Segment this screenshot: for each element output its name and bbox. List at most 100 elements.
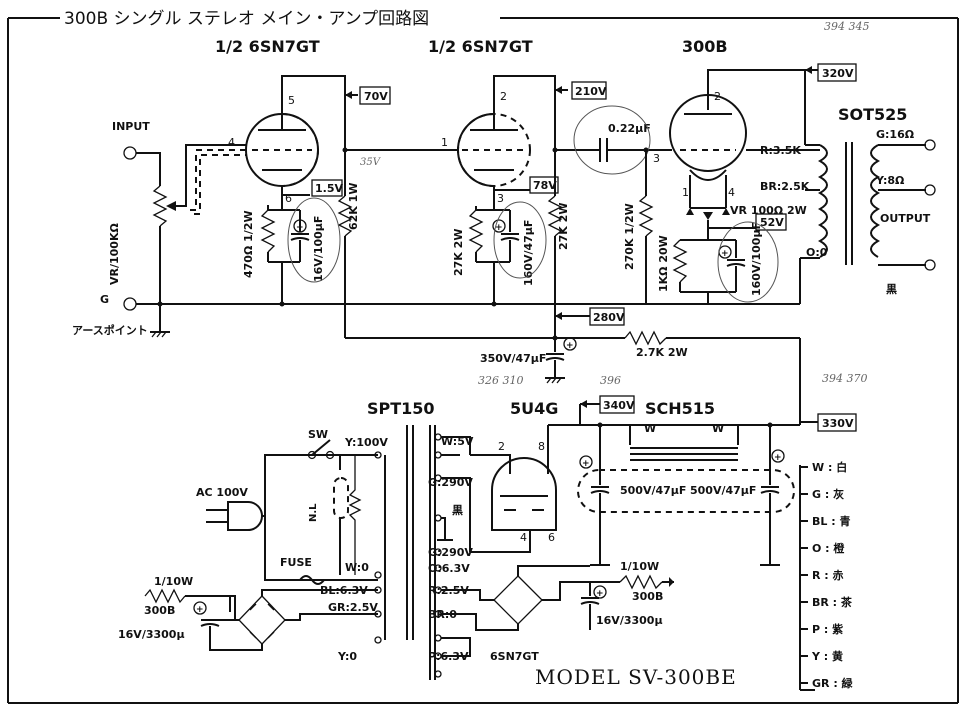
fuse-label: FUSE: [280, 556, 312, 569]
v210-box: [571, 81, 607, 100]
handwritten-note-2: 326 310: [478, 374, 524, 387]
v1-pin4: 4: [228, 136, 235, 149]
pt-gr25: GR:2.5V: [328, 601, 378, 614]
frame: [7, 17, 959, 704]
out-16-label: G:16Ω: [876, 128, 915, 141]
v52-box: [755, 213, 787, 231]
heater-c-l-label: 16V/3300μ: [118, 628, 185, 641]
r27k-label: 27K 2W: [452, 229, 465, 276]
rect-label: 5U4G: [510, 399, 558, 418]
v1-pin5: 5: [288, 94, 295, 107]
ot-label: SOT525: [838, 105, 907, 124]
earth-point-label: アースポイント: [72, 323, 148, 337]
v2-label: 1/2 6SN7GT: [428, 37, 533, 56]
legend-entry-g: G : 灰: [812, 487, 844, 501]
voltage-70: 70V: [364, 90, 388, 103]
heater-300b-l-label: 300B: [144, 604, 175, 617]
pt-y100: Y:100V: [344, 436, 388, 449]
heater-r-l-label: 1/10W: [154, 575, 193, 588]
choke-w1: W: [644, 422, 656, 435]
r2-7k-label: 2.7K 2W: [636, 346, 688, 359]
svg-text:+: +: [596, 589, 604, 599]
pt-black: 黒: [452, 504, 463, 517]
pt-w5: W:5V: [441, 435, 474, 448]
legend-entry-w: W : 白: [812, 460, 847, 474]
pt-o63: O:6.3V: [428, 562, 470, 575]
sw-label: SW: [308, 428, 328, 441]
wire-color-legend: W : 白G : 灰BL : 青O : 橙R : 赤BR : 茶P : 紫Y :…: [800, 460, 854, 690]
ot-br-label: BR:2.5K: [760, 180, 810, 193]
pt-6sn7: 6SN7GT: [490, 650, 539, 663]
voltage-1-5: 1.5V: [315, 182, 343, 195]
c500-2-label: 500V/47μF: [690, 484, 756, 497]
legend-entry-y: Y : 黄: [811, 649, 843, 663]
handwritten-note-4: 394 370: [822, 372, 868, 385]
rect-pin4: 4: [520, 531, 527, 544]
heater-c-r-label: 16V/3300μ: [596, 614, 663, 627]
r1k-label: 1KΩ 20W: [657, 235, 670, 292]
voltage-210: 210V: [575, 85, 607, 98]
svg-text:+: +: [721, 249, 729, 259]
ground-jack[interactable]: [123, 297, 137, 311]
pt-w0: W:0: [345, 561, 369, 574]
output-16-jack[interactable]: [924, 139, 936, 151]
tube-rect: [491, 457, 557, 531]
output-0-jack[interactable]: [924, 259, 936, 271]
c16-100-label: 16V/100μF: [312, 216, 325, 282]
input-jack[interactable]: [123, 146, 137, 160]
ot-0-label: O:0: [806, 246, 828, 259]
handwritten-note-5: 394 345: [824, 20, 870, 33]
v3-pin4: 4: [728, 186, 735, 199]
handwritten-note-1: 35V: [360, 157, 382, 168]
v78-box: [529, 176, 559, 194]
svg-text:+: +: [196, 605, 204, 615]
rect-pin8: 8: [538, 440, 545, 453]
rect-pin2: 2: [498, 440, 505, 453]
choke-w2: W: [712, 422, 724, 435]
v1-label: 1/2 6SN7GT: [215, 37, 320, 56]
voltage-280: 280V: [593, 311, 625, 324]
voltage-52: 52V: [760, 216, 784, 229]
r62k-label: 62K 1W: [347, 183, 360, 230]
v2-pin2: 2: [500, 90, 507, 103]
ground-terminal-label: G: [100, 293, 109, 306]
ac-label: AC 100V: [196, 486, 248, 499]
input-label: INPUT: [112, 120, 150, 133]
v3-pin3: 3: [653, 152, 660, 165]
output-8-jack[interactable]: [924, 184, 936, 196]
v3-label: 300B: [682, 37, 728, 56]
v280-box: [589, 307, 625, 326]
out-black-label: 黒: [886, 283, 897, 296]
svg-text:+: +: [495, 223, 503, 233]
voltage-78: 78V: [533, 179, 557, 192]
svg-text:+: +: [582, 459, 590, 469]
pt-g290a: G:290V: [428, 476, 473, 489]
legend-entry-bl: BL : 青: [812, 514, 850, 528]
c022-label: 0.22μF: [608, 122, 651, 135]
legend-entry-p: P : 紫: [812, 622, 843, 636]
v3-pin2: 2: [714, 90, 721, 103]
voltage-320: 320V: [822, 67, 854, 80]
legend-entry-gr: GR : 緑: [812, 676, 854, 690]
tube-v3: [669, 94, 747, 181]
pt-y0: Y:0: [337, 650, 357, 663]
choke-label: SCH515: [645, 399, 715, 418]
r270k-label: 270K 1/2W: [623, 203, 636, 270]
heater-300b-r-label: 300B: [632, 590, 663, 603]
vr100-label: VR 100Ω 2W: [730, 204, 807, 217]
r470-label: 470Ω 1/2W: [242, 210, 255, 278]
ot-r-label: R:3.5K: [760, 144, 801, 157]
svg-text:+: +: [774, 453, 782, 463]
legend-entry-br: BR : 茶: [812, 595, 853, 609]
model-name: MODEL SV-300BE: [535, 665, 737, 689]
v1-pin6: 6: [285, 192, 292, 205]
pt-label: SPT150: [367, 399, 435, 418]
v2-pin3: 3: [497, 192, 504, 205]
c160-100-label: 160V/100μF: [750, 222, 763, 296]
nl-label: N.L: [308, 503, 319, 522]
handwritten-note-3: 396: [600, 374, 621, 387]
rect-pin6: 6: [548, 531, 555, 544]
output-transformer: [817, 142, 881, 265]
v2-pin1: 1: [441, 136, 448, 149]
